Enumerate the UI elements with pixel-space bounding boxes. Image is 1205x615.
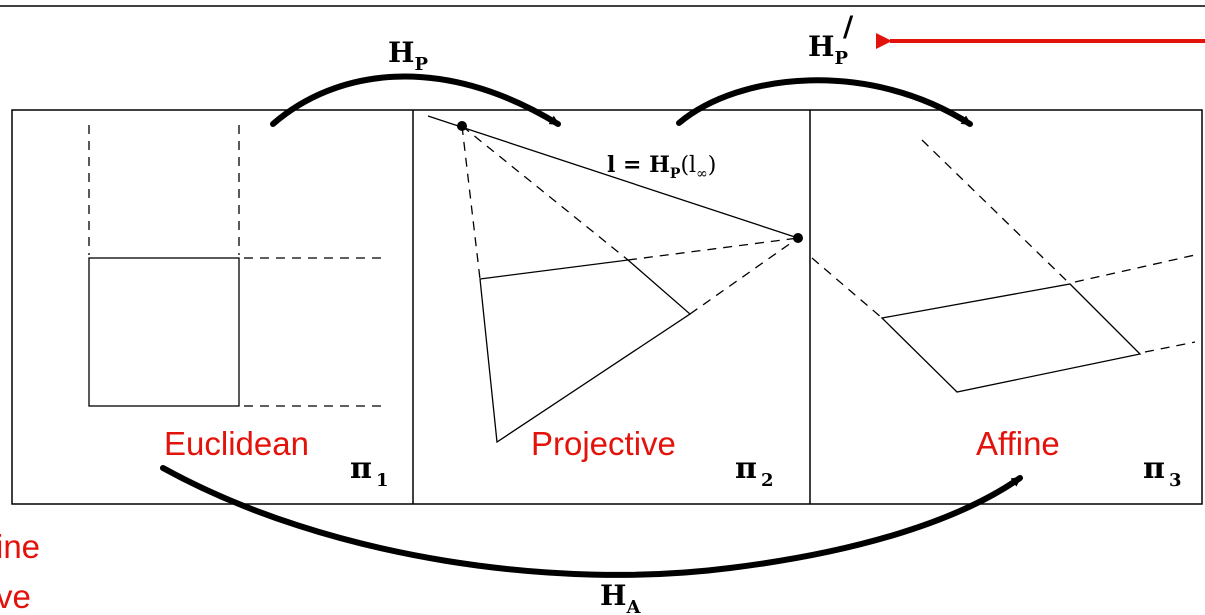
panel-label-projective: Projective [531,425,676,462]
affine-dashed-1 [921,139,1071,285]
vanishing-point-2 [793,233,803,243]
projective-figure [427,115,803,444]
panel-label-affine: Affine [976,425,1060,462]
ha-label: HA [600,579,641,615]
affine-parallelogram [880,283,1142,393]
cutoff-text-line1: ine [0,528,40,565]
vanishing-line [427,115,799,239]
euclidean-figure [88,125,388,407]
hp-label: HP [388,36,428,75]
hp-prime-arrow [676,77,973,127]
panel-label-euclidean: Euclidean [164,425,309,462]
dashed-to-vp1-b [461,125,629,261]
cutoff-text-line2: ve [0,578,31,615]
vanishing-line-label: l = HP(l∞) [607,152,716,182]
dashed-to-vp2-b [689,237,799,315]
affine-figure [811,139,1196,393]
dashed-cross-panel [811,257,883,319]
affine-dashed-3 [1144,341,1196,353]
hp-prime-mark: / [843,10,854,43]
hp-arrow [270,73,561,127]
panel-frame [11,109,1203,505]
hp-prime-label: HP [808,30,848,69]
dashed-to-vp1-a [461,125,481,280]
projective-quad [479,259,692,444]
euclidean-square [88,257,240,407]
ha-arrow [160,465,1023,578]
affine-dashed-2 [1074,254,1196,283]
dashed-to-vp2-a [627,237,799,261]
vanishing-point-1 [457,121,467,131]
